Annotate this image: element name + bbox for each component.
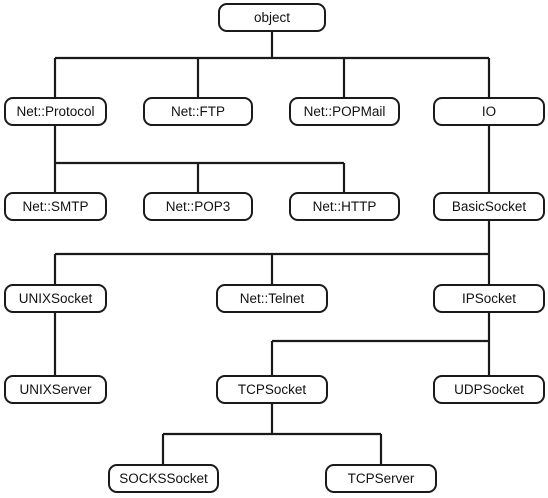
node-unixsocket-label: UNIXSocket	[18, 291, 93, 306]
node-net-ftp-label: Net::FTP	[170, 104, 225, 119]
node-object: object	[218, 3, 326, 32]
node-udpsocket-label: UDPSocket	[454, 382, 524, 397]
node-net-protocol-label: Net::Protocol	[16, 104, 95, 119]
node-tcpsocket: TCPSocket	[216, 375, 328, 404]
node-object-label: object	[253, 10, 291, 25]
node-net-pop3-label: Net::POP3	[165, 199, 231, 214]
node-tcpsocket-label: TCPSocket	[237, 382, 307, 397]
node-net-smtp: Net::SMTP	[4, 192, 107, 221]
node-basicsocket-label: BasicSocket	[451, 199, 527, 214]
node-net-ftp: Net::FTP	[143, 97, 253, 126]
node-ipsocket-label: IPSocket	[461, 291, 517, 306]
node-net-pop3: Net::POP3	[143, 192, 253, 221]
node-net-popmail-label: Net::POPMail	[303, 104, 386, 119]
node-net-http: Net::HTTP	[289, 192, 400, 221]
node-net-telnet-label: Net::Telnet	[239, 291, 305, 306]
node-udpsocket: UDPSocket	[433, 375, 545, 404]
node-net-http-label: Net::HTTP	[312, 199, 377, 214]
node-ipsocket: IPSocket	[433, 284, 545, 313]
node-net-smtp-label: Net::SMTP	[22, 199, 89, 214]
node-basicsocket: BasicSocket	[433, 192, 545, 221]
node-unixsocket: UNIXSocket	[4, 284, 107, 313]
node-unixserver-label: UNIXServer	[19, 382, 92, 397]
node-unixserver: UNIXServer	[4, 375, 107, 404]
node-sockssocket-label: SOCKSSocket	[119, 471, 208, 486]
node-net-protocol: Net::Protocol	[4, 97, 107, 126]
node-io: IO	[433, 97, 545, 126]
node-sockssocket: SOCKSSocket	[108, 464, 219, 493]
node-io-label: IO	[481, 104, 497, 119]
node-tcpserver: TCPServer	[325, 464, 437, 493]
node-net-popmail: Net::POPMail	[289, 97, 400, 126]
node-net-telnet: Net::Telnet	[216, 284, 328, 313]
node-tcpserver-label: TCPServer	[347, 471, 415, 486]
